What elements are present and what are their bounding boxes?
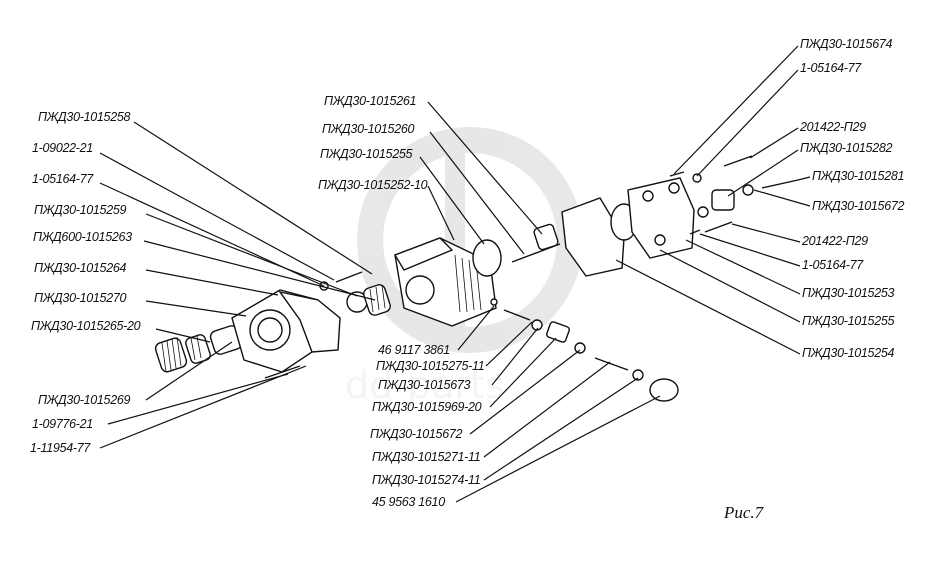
labels-center-top: ПЖД30-1015261 ПЖД30-1015260 ПЖД30-101525…	[318, 94, 428, 192]
leader-line	[797, 176, 811, 181]
leader-line	[685, 239, 801, 295]
bolt-right-part	[723, 155, 753, 167]
fitting-part	[711, 189, 735, 211]
leader-line	[427, 185, 455, 241]
part-label: ПЖД30-1015254	[802, 346, 894, 360]
leader-line	[419, 156, 485, 245]
part-label: ПЖД30-1015969-20	[372, 400, 482, 414]
pin-part	[669, 171, 685, 177]
figure-caption: Рис.7	[723, 503, 765, 522]
part-label: 1-05164-77	[800, 61, 862, 75]
part-label: ПЖД30-1015253	[802, 286, 894, 300]
labels-left: ПЖД30-1015258 1-09022-21 1-05164-77 ПЖД3…	[30, 110, 141, 455]
pump-housing-part	[393, 237, 497, 327]
cover-plate-part	[561, 197, 625, 277]
leader-line	[155, 328, 211, 343]
gear-part	[185, 334, 211, 364]
leader-line	[145, 341, 233, 401]
part-label: ПЖД600-1015263	[33, 230, 132, 244]
leader-line	[696, 69, 799, 177]
leader-line	[491, 327, 539, 386]
leader-line	[673, 45, 799, 175]
part-label: 201422-П29	[799, 120, 866, 134]
flange-plate-part	[231, 289, 341, 373]
leader-line	[731, 223, 801, 243]
part-label: 1-05164-77	[32, 172, 94, 186]
end-housing-part	[627, 177, 695, 259]
gear-shaft-part	[511, 223, 561, 263]
part-label: 46 9117 3861	[378, 343, 450, 357]
leader-line	[727, 149, 799, 197]
part-label: ПЖД30-1015672	[370, 427, 462, 441]
leader-line	[489, 337, 557, 408]
part-label: 45 9563 1610	[372, 495, 445, 509]
leader-line	[145, 213, 358, 297]
part-label: 1-11954-77	[30, 441, 91, 455]
valve-group-part	[490, 298, 679, 402]
part-label: ПЖД30-1015264	[34, 261, 126, 275]
leader-line	[753, 189, 811, 207]
bolt-lower-part	[689, 229, 701, 235]
bolt-part	[264, 365, 301, 379]
part-label: ПЖД30-1015255	[320, 147, 412, 161]
part-label: ПЖД30-1015274-11	[372, 473, 480, 487]
watermark-text: dd-parts	[345, 363, 505, 407]
leader-line	[133, 121, 373, 275]
part-label: ПЖД30-1015260	[322, 122, 414, 136]
part-label: ПЖД30-1015270	[34, 291, 126, 305]
leader-line	[107, 373, 289, 425]
leader-line	[483, 377, 639, 481]
gasket-part	[697, 206, 709, 218]
part-label: ПЖД30-1015271-11	[372, 450, 480, 464]
leader-line	[469, 349, 581, 435]
leader-line	[699, 233, 801, 267]
part-label: ПЖД30-1015673	[378, 378, 470, 392]
part-label: ПЖД30-1015674	[800, 37, 892, 51]
part-label: 1-09776-21	[32, 417, 93, 431]
part-label: ПЖД30-1015265-20	[31, 319, 141, 333]
part-label: ПЖД30-1015282	[800, 141, 892, 155]
part-label: ПЖД30-1015255	[802, 314, 894, 328]
labels-center-bottom: 46 9117 3861 ПЖД30-1015275-11 ПЖД30-1015…	[370, 343, 485, 509]
o-ring-part	[472, 239, 502, 277]
leader-line	[615, 259, 801, 355]
leader-line	[483, 361, 611, 458]
leader-line	[143, 240, 376, 301]
leader-line	[429, 131, 525, 255]
leader-line	[749, 127, 799, 159]
part-label: ПЖД30-1015261	[324, 94, 416, 108]
leader-line	[457, 305, 495, 351]
part-label: ПЖД30-1015672	[812, 199, 904, 213]
leader-lines	[99, 45, 811, 503]
bolt-lower2-part	[704, 221, 733, 233]
leader-line	[99, 152, 335, 281]
part-label: ПЖД30-1015275-11	[376, 359, 484, 373]
leader-line	[485, 321, 533, 367]
leader-line	[145, 269, 279, 296]
bearing-part	[363, 284, 391, 316]
part-label: 201422-П29	[801, 234, 868, 248]
seal-ring-part	[742, 184, 754, 196]
part-label: ПЖД30-1015269	[38, 393, 130, 407]
screw-part	[335, 271, 363, 283]
part-label: ПЖД30-1015258	[38, 110, 130, 124]
washer-right-part	[692, 173, 702, 183]
part-label: 1-09022-21	[32, 141, 93, 155]
leader-line	[99, 365, 307, 449]
parts	[154, 155, 799, 402]
leader-line	[659, 249, 801, 323]
leader-line	[427, 101, 543, 235]
leader-line	[455, 395, 661, 503]
part-label: ПЖД30-1015252-10	[318, 178, 428, 192]
part-label: 1-05164-77	[802, 258, 864, 272]
part-label: ПЖД30-1015281	[812, 169, 904, 183]
labels-right: ПЖД30-1015674 1-05164-77 201422-П29 ПЖД3…	[799, 37, 905, 360]
roller-bearing-part	[154, 336, 188, 373]
part-label: ПЖД30-1015259	[34, 203, 126, 217]
plug-part	[761, 179, 799, 189]
leader-line	[145, 300, 247, 317]
